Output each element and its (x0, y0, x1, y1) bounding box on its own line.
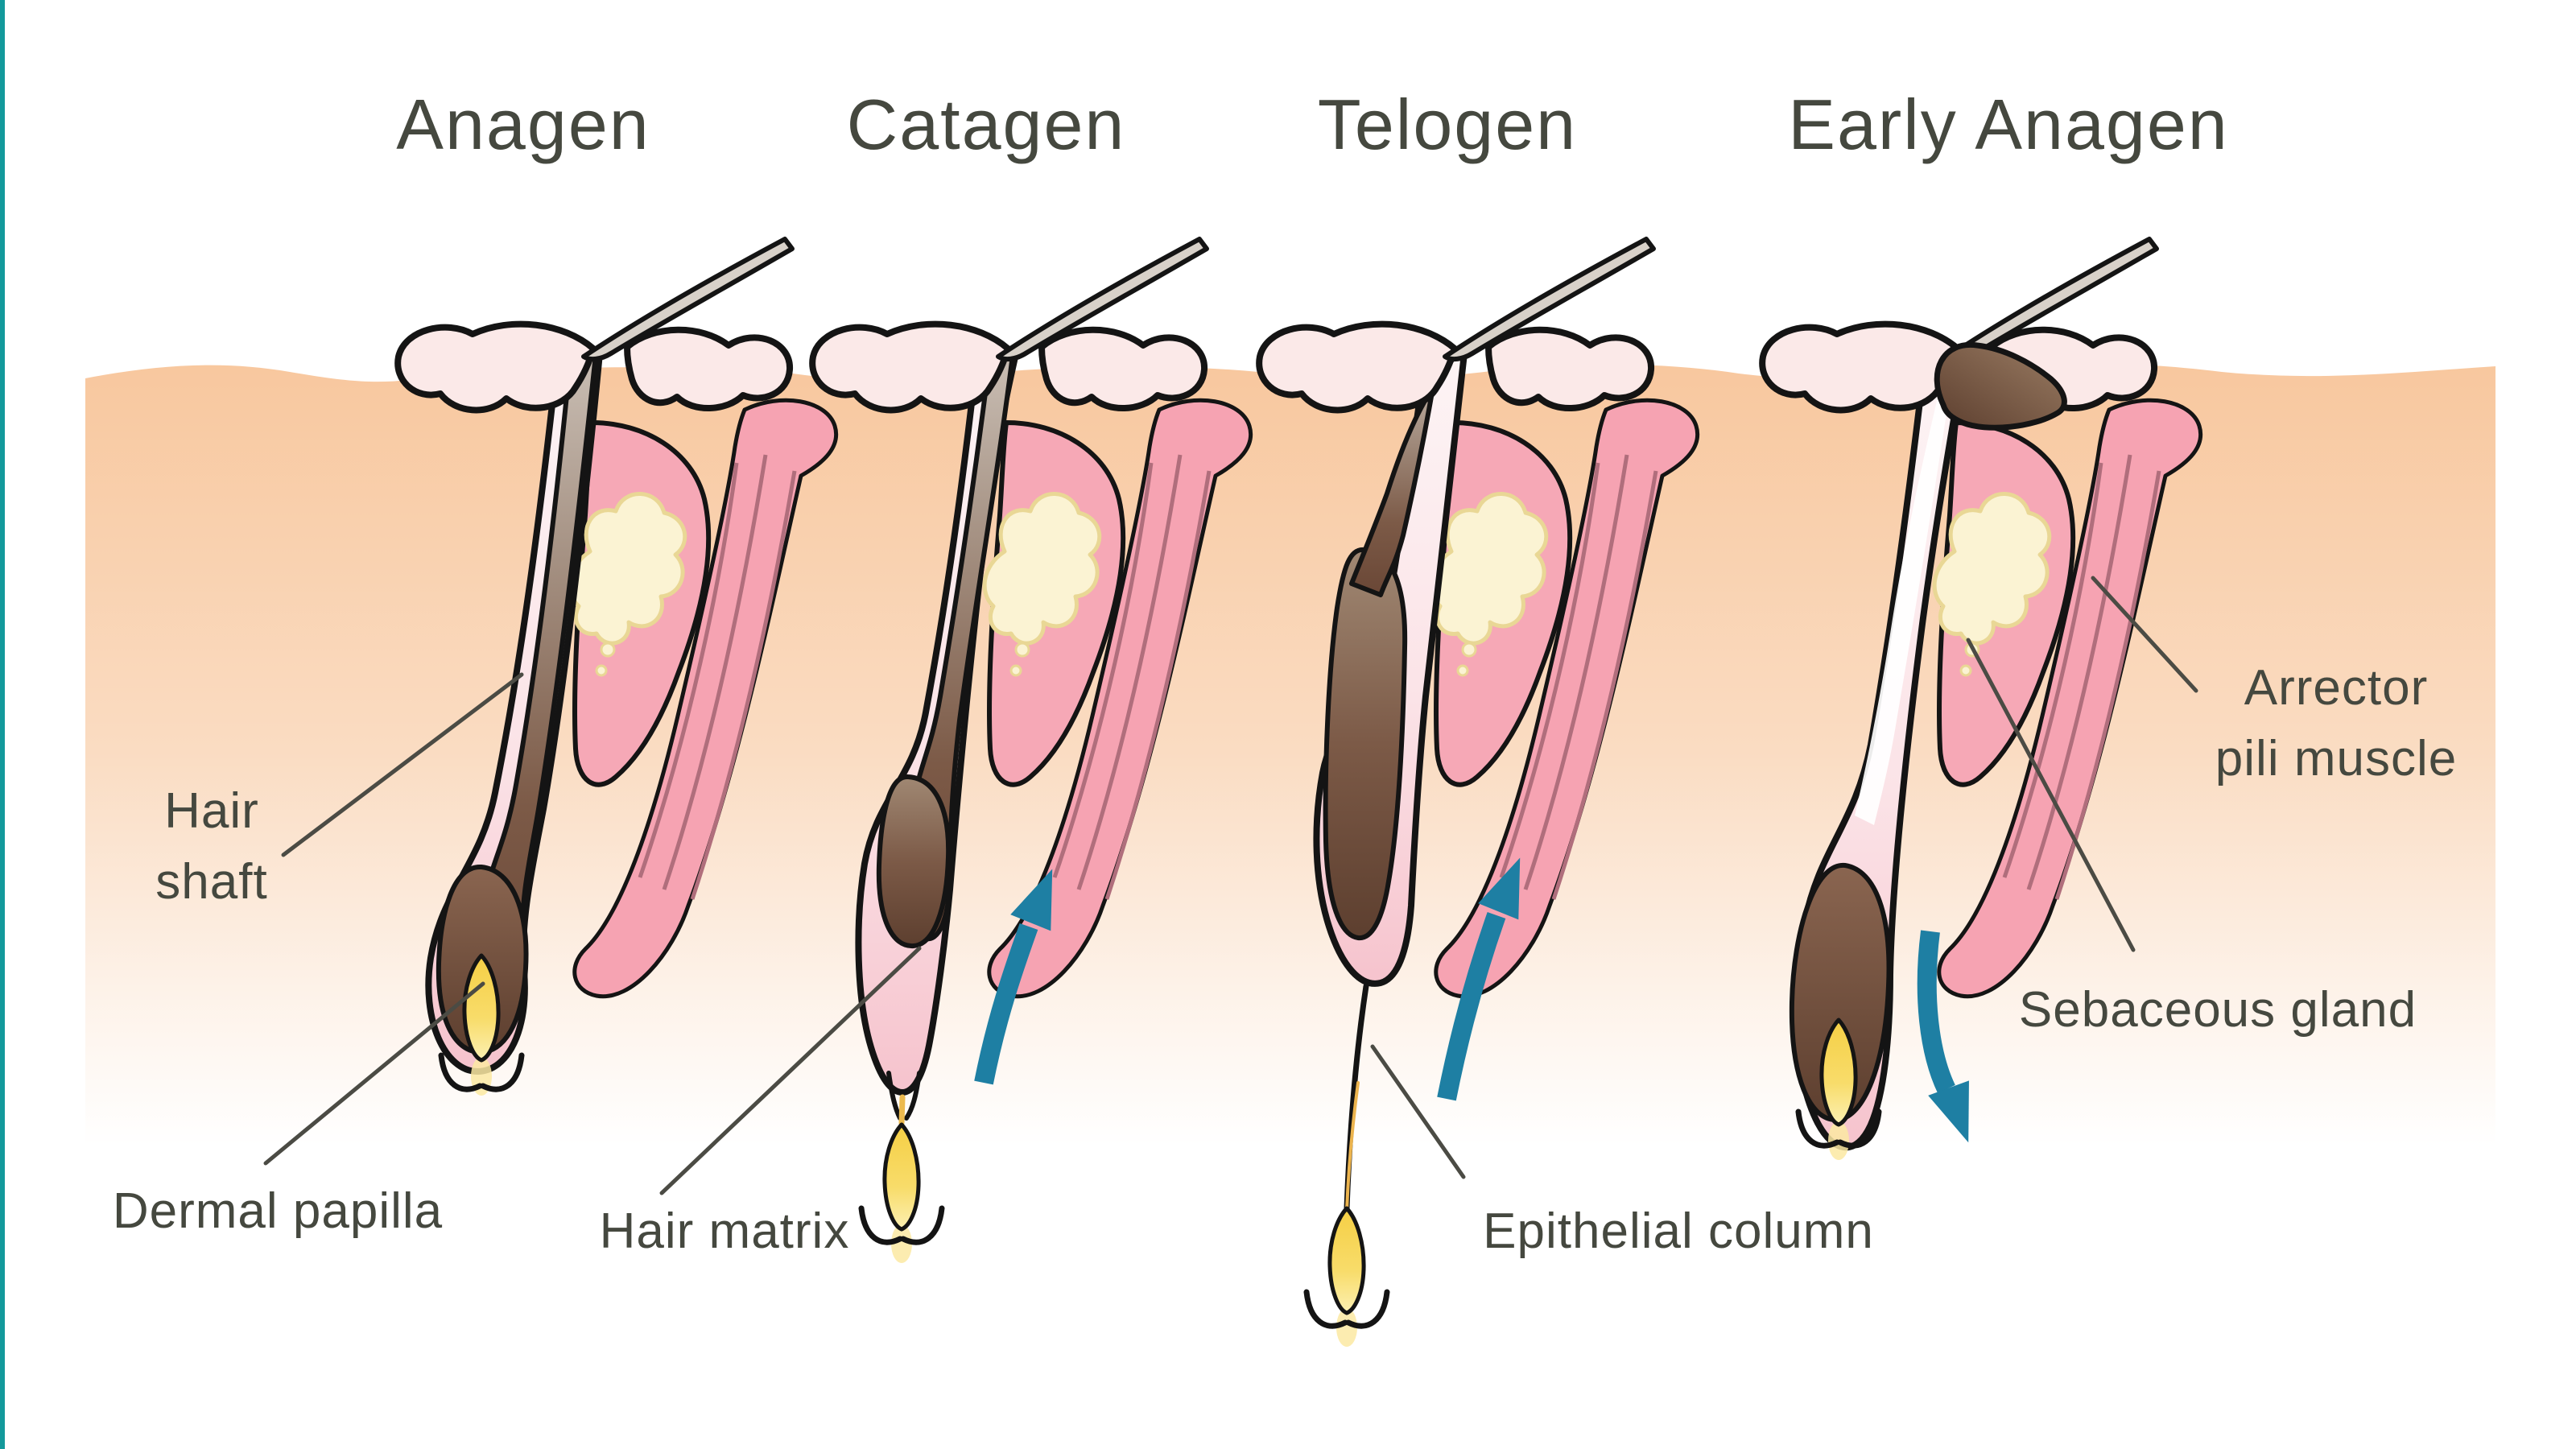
leader-line-sebaceous-gland (1966, 638, 2136, 952)
epidermis-collar-telogen (1259, 324, 1455, 411)
new-hair-early-anagen (1855, 381, 1951, 825)
arrow-down-early-anagen (1917, 930, 1969, 1143)
club-hair-catagen (876, 774, 952, 949)
follicle-telogen (1259, 239, 1697, 1347)
leader-line-arrector-pili (2091, 576, 2198, 693)
label-arrector-pili: Arrector pili muscle (2215, 660, 2458, 786)
leader-line-hair-shaft (281, 672, 524, 857)
follicle-anagen (398, 239, 836, 1096)
follicle-catagen (812, 239, 1250, 1263)
label-sebaceous-gland: Sebaceous gland (2018, 982, 2417, 1038)
epidermis-collar-anagen (398, 324, 593, 411)
phase-title-early-anagen: Early Anagen (1788, 85, 2229, 164)
label-epithelial-column: Epithelial column (1483, 1203, 1874, 1259)
phase-title-anagen: Anagen (396, 85, 650, 164)
shed-club-hair-early-anagen (1934, 341, 2067, 431)
left-accent-border (0, 0, 5, 1449)
label-hair-shaft: Hair shaft (155, 783, 268, 910)
follicle-early-anagen (1762, 239, 2200, 1160)
label-dermal-papilla: Dermal papilla (112, 1183, 444, 1239)
epidermis-collar-catagen (812, 324, 1008, 411)
phase-title-telogen: Telogen (1317, 85, 1578, 164)
label-hair-matrix: Hair matrix (599, 1203, 850, 1259)
epidermis-collar-early-anagen (1762, 324, 1958, 411)
hair-shaft-telogen (1349, 353, 1459, 597)
club-hair-telogen (1323, 547, 1408, 941)
phase-title-catagen: Catagen (846, 85, 1126, 164)
arrow-up-telogen (1437, 857, 1521, 1101)
leader-line-hair-matrix (659, 946, 922, 1195)
leader-line-dermal-papilla (263, 981, 485, 1166)
leader-line-epithelial-column (1370, 1044, 1466, 1179)
arrow-up-catagen (974, 869, 1053, 1085)
